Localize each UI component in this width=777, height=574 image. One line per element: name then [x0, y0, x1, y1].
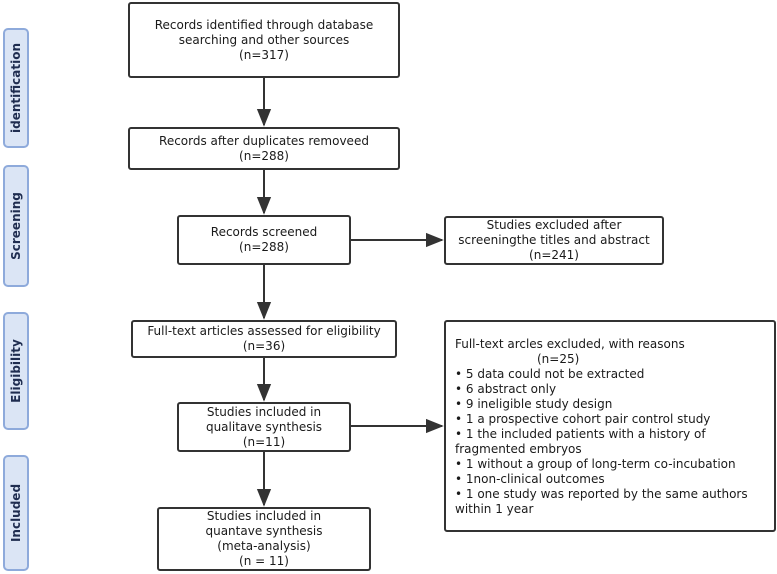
records-identified-line2: searching and other sources: [178, 32, 350, 47]
fulltext-assessed-line1: Full-text articles assessed for eligibil…: [147, 324, 381, 338]
exclusion-reason: • 5 data could not be extracted: [455, 367, 645, 381]
exclusion-reason: • 1 one study was reported by the same a…: [455, 487, 748, 501]
exclusion-reason: • 1 the included patients with a history…: [455, 427, 706, 441]
quantitative-synthesis-box: Studies included in quantave synthesis (…: [157, 507, 371, 571]
records-identified-count: (n=317): [239, 47, 289, 62]
exclusion-reason: • 1non-clinical outcomes: [455, 472, 605, 486]
studies-excluded-screening-count: (n=241): [529, 248, 579, 262]
records-identified-line1: Records identified through database: [154, 17, 374, 32]
fulltext-excluded-heading: Full-text arcles excluded, with reasons: [455, 337, 685, 351]
stage-eligibility: Eligibility: [3, 312, 29, 430]
stage-included: Included: [3, 455, 29, 571]
records-screened-box: Records screened (n=288): [177, 215, 351, 265]
records-identified-box: Records identified through database sear…: [128, 2, 400, 78]
studies-excluded-screening-line2: screeningthe titles and abstract: [458, 233, 650, 247]
quantitative-synthesis-line2: quantave synthesis: [205, 524, 323, 538]
exclusion-reason: • 1 without a group of long-term co-incu…: [455, 457, 736, 471]
exclusion-reason-continued: within 1 year: [455, 502, 534, 516]
qualitative-synthesis-count: (n=11): [242, 434, 286, 449]
qualitative-synthesis-line2: qualitave synthesis: [205, 419, 323, 434]
fulltext-excluded-box: Full-text arcles excluded, with reasons …: [444, 320, 776, 532]
stage-screening: Screening: [3, 165, 29, 287]
fulltext-assessed-count: (n=36): [242, 339, 286, 353]
stage-identification: identification: [3, 28, 29, 148]
exclusion-reason: • 6 abstract only: [455, 382, 557, 396]
studies-excluded-screening-line1: Studies excluded after: [486, 218, 622, 232]
quantitative-synthesis-count: (n = 11): [239, 554, 289, 568]
fulltext-excluded-count: (n=25): [537, 352, 580, 366]
exclusion-reason: • 9 ineligible study design: [455, 397, 613, 411]
records-screened-line1: Records screened: [210, 225, 318, 239]
records-after-duplicates-box: Records after duplicates removeed (n=288…: [128, 127, 400, 170]
studies-excluded-screening-box: Studies excluded after screeningthe titl…: [444, 216, 664, 265]
quantitative-synthesis-line1: Studies included in: [206, 509, 322, 523]
fulltext-assessed-box: Full-text articles assessed for eligibil…: [131, 320, 397, 358]
qualitative-synthesis-line1: Studies included in: [206, 404, 322, 419]
records-after-duplicates-count: (n=288): [239, 148, 289, 163]
records-screened-count: (n=288): [239, 240, 289, 254]
exclusion-reason-continued: fragmented embryos: [455, 442, 582, 456]
exclusion-reason: • 1 a prospective cohort pair control st…: [455, 412, 711, 426]
qualitative-synthesis-box: Studies included in qualitave synthesis …: [177, 402, 351, 452]
records-after-duplicates-line1: Records after duplicates removeed: [159, 133, 369, 148]
quantitative-synthesis-line3: (meta-analysis): [217, 539, 311, 553]
